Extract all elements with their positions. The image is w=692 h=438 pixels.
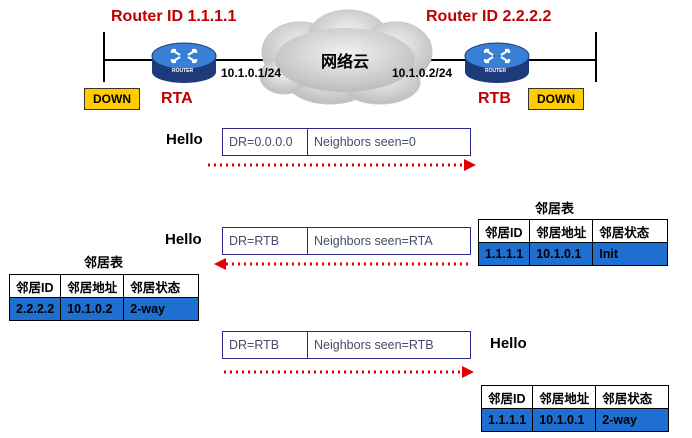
hello-label-2: Hello bbox=[165, 231, 202, 248]
packet-neighbors-field: Neighbors seen=RTB bbox=[314, 338, 434, 352]
neighbor-table-title-1: 邻居表 bbox=[535, 201, 575, 216]
router-a-ip: 10.1.0.1/24 bbox=[221, 66, 282, 80]
router-b-name: RTB bbox=[478, 90, 511, 107]
neighbor-table-1: 邻居ID 邻居地址 邻居状态 1.1.1.1 10.1.0.1 Init bbox=[477, 219, 669, 266]
router-b-id: Router ID 2.2.2.2 bbox=[426, 8, 552, 25]
packet-dr-field: DR=RTB bbox=[223, 332, 308, 358]
hello-packet-3: DR=RTB Neighbors seen=RTB bbox=[222, 331, 471, 359]
hello-label-1: Hello bbox=[166, 131, 203, 148]
router-b-icon-label: ROUTER bbox=[485, 68, 507, 74]
table-header: 邻居地址 bbox=[532, 385, 597, 409]
table-cell: 2.2.2.2 bbox=[8, 297, 62, 321]
neighbor-table-2: 邻居ID 邻居地址 邻居状态 2.2.2.2 10.1.0.2 2-way bbox=[8, 274, 200, 321]
table-header: 邻居ID bbox=[477, 219, 531, 243]
neighbor-table-3: 邻居ID 邻居地址 邻居状态 1.1.1.1 10.1.0.1 2-way bbox=[480, 385, 670, 432]
table-header: 邻居ID bbox=[480, 385, 534, 409]
table-header: 邻居状态 bbox=[595, 385, 670, 409]
table-header: 邻居地址 bbox=[60, 274, 125, 298]
table-cell: Init bbox=[592, 242, 669, 266]
router-b-state-badge: DOWN bbox=[528, 88, 584, 110]
neighbor-table-title-2: 邻居表 bbox=[84, 255, 124, 270]
packet-neighbors-field: Neighbors seen=0 bbox=[314, 135, 416, 149]
table-cell: 10.1.0.1 bbox=[529, 242, 594, 266]
table-header: 邻居地址 bbox=[529, 219, 594, 243]
cloud-label: 网络云 bbox=[321, 54, 370, 71]
table-header: 邻居状态 bbox=[592, 219, 669, 243]
table-cell: 1.1.1.1 bbox=[480, 408, 534, 432]
table-cell: 1.1.1.1 bbox=[477, 242, 531, 266]
table-cell: 2-way bbox=[123, 297, 200, 321]
table-header: 邻居ID bbox=[8, 274, 62, 298]
router-b-ip: 10.1.0.2/24 bbox=[392, 66, 453, 80]
arrowhead-hello-3 bbox=[462, 366, 474, 378]
hello-label-3: Hello bbox=[490, 335, 527, 352]
arrowhead-hello-1 bbox=[464, 159, 476, 171]
table-cell: 2-way bbox=[595, 408, 670, 432]
router-a-name: RTA bbox=[161, 90, 193, 107]
table-header: 邻居状态 bbox=[123, 274, 200, 298]
table-cell: 10.1.0.2 bbox=[60, 297, 125, 321]
router-a-id: Router ID 1.1.1.1 bbox=[111, 8, 237, 25]
packet-neighbors-field: Neighbors seen=RTA bbox=[314, 234, 433, 248]
router-a-icon bbox=[151, 42, 217, 83]
hello-packet-2: DR=RTB Neighbors seen=RTA bbox=[222, 227, 471, 255]
table-cell: 10.1.0.1 bbox=[532, 408, 597, 432]
packet-dr-field: DR=0.0.0.0 bbox=[223, 129, 308, 155]
network-cloud-icon bbox=[259, 9, 433, 105]
arrowhead-hello-2 bbox=[214, 258, 226, 270]
packet-dr-field: DR=RTB bbox=[223, 228, 308, 254]
router-a-state-badge: DOWN bbox=[84, 88, 140, 110]
router-b-icon bbox=[464, 42, 530, 83]
router-a-icon-label: ROUTER bbox=[172, 68, 194, 74]
hello-packet-1: DR=0.0.0.0 Neighbors seen=0 bbox=[222, 128, 471, 156]
